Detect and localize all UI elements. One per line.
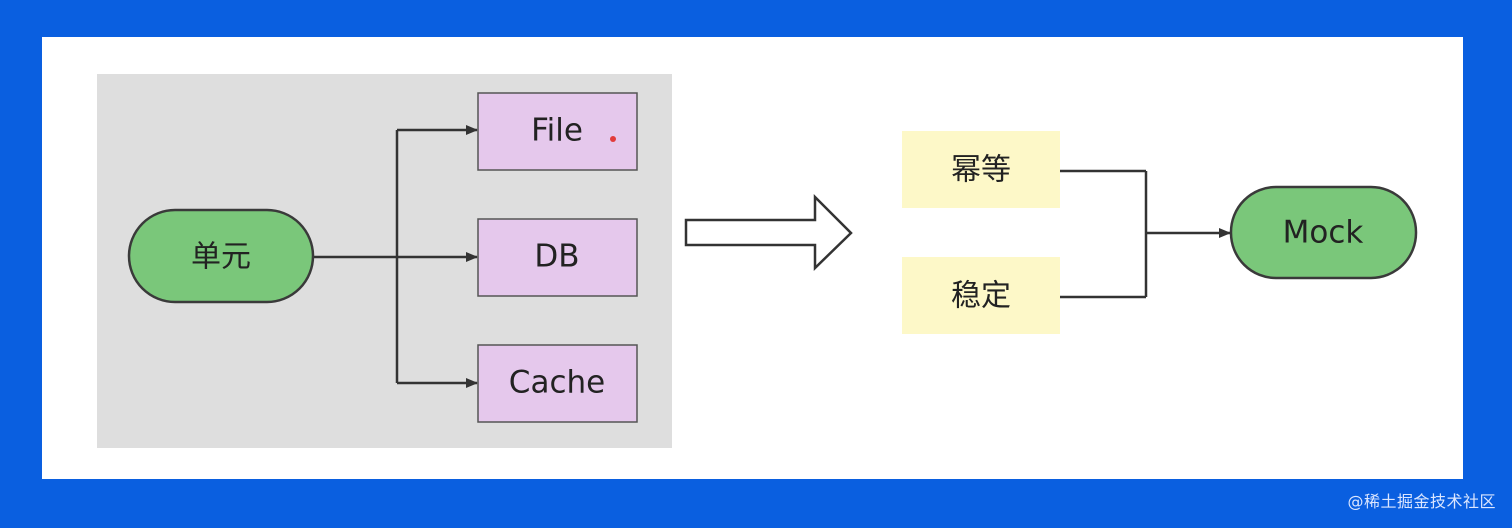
cache-node (477, 344, 638, 423)
idempotent-node (902, 131, 1060, 208)
cursor-dot (610, 136, 616, 142)
file-node (477, 92, 638, 171)
db-label: DB (534, 239, 579, 275)
unit-label: 单元 (191, 240, 251, 275)
db-node (477, 218, 638, 297)
stable-node (902, 257, 1060, 334)
idempotent-label: 幂等 (951, 153, 1011, 188)
transition-arrow-icon (684, 193, 853, 271)
mock-label: Mock (1283, 215, 1364, 251)
watermark: @稀土掘金技术社区 (1347, 492, 1496, 511)
cache-label: Cache (509, 365, 605, 401)
unit-node (127, 208, 315, 304)
file-label: File (531, 113, 583, 149)
mock-node (1229, 185, 1418, 280)
stable-label: 稳定 (951, 279, 1011, 314)
